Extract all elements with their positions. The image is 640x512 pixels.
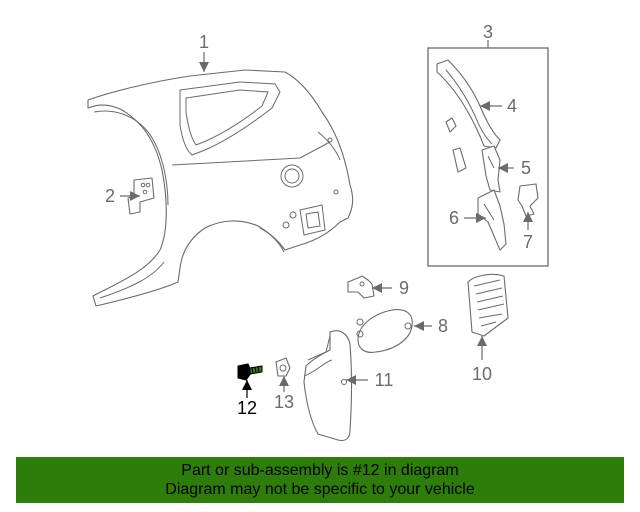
hinge-part[interactable]	[347, 275, 375, 299]
callout-2[interactable]: 2	[105, 186, 115, 206]
arrowhead-6	[476, 213, 486, 223]
small-bracket-part[interactable]	[517, 183, 539, 217]
arrowhead-9	[372, 283, 382, 293]
fuel-door-part[interactable]	[356, 309, 413, 353]
banner-line-2: Diagram may not be specific to your vehi…	[165, 481, 475, 498]
quarter-panel-part[interactable]	[87, 69, 354, 307]
callout-7[interactable]: 7	[523, 232, 533, 252]
callout-6[interactable]: 6	[449, 208, 459, 228]
reinforcement-part[interactable]	[481, 145, 501, 193]
arrowhead-7	[523, 212, 533, 222]
callout-3[interactable]: 3	[483, 22, 493, 42]
info-banner: Part or sub-assembly is #12 in diagram D…	[16, 457, 624, 503]
inner-pillar-part[interactable]	[436, 59, 501, 173]
arrowhead-1	[199, 62, 209, 72]
lower-reinforcement-part[interactable]	[477, 189, 507, 251]
arrowhead-12	[242, 380, 252, 390]
mud-flap-part[interactable]	[303, 330, 353, 442]
arrowhead-10	[477, 336, 487, 346]
clip-part[interactable]	[275, 357, 291, 377]
arrowhead-11	[346, 375, 356, 385]
callout-10[interactable]: 10	[472, 364, 492, 384]
callout-8[interactable]: 8	[438, 316, 448, 336]
callout-11[interactable]: 11	[375, 370, 394, 390]
bolt-part[interactable]	[237, 363, 263, 381]
callout-12[interactable]: 12	[237, 398, 257, 418]
callout-13[interactable]: 13	[274, 392, 294, 412]
callout-4[interactable]: 4	[507, 96, 517, 116]
arrowhead-4	[480, 101, 490, 111]
arrowhead-13	[279, 376, 289, 386]
arrowhead-5	[498, 163, 508, 173]
callout-9[interactable]: 9	[399, 278, 409, 298]
arrowhead-2	[130, 191, 140, 201]
callout-1[interactable]: 1	[199, 32, 209, 52]
callout-5[interactable]: 5	[521, 158, 531, 178]
arrowhead-8	[414, 321, 424, 331]
banner-line-1: Part or sub-assembly is #12 in diagram	[181, 462, 459, 479]
filler-housing-part[interactable]	[467, 273, 509, 337]
